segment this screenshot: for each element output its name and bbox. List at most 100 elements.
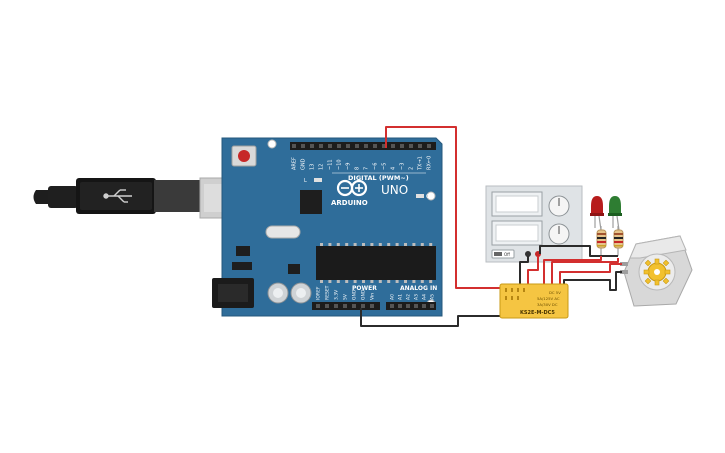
power-pin-hole[interactable]: [316, 304, 320, 308]
analog-pin-label: A2: [406, 294, 412, 300]
arduino-model: UNO: [381, 183, 408, 197]
analog-pin-hole[interactable]: [414, 304, 418, 308]
wire-relay-to-green-led: [551, 258, 619, 286]
wire-pin7-to-relay: [385, 126, 502, 289]
crystal: [265, 225, 301, 239]
power-pin-label: 5V: [343, 293, 349, 300]
analog-label: ANALOG IN: [400, 285, 437, 292]
usb-symbol-icon: [103, 189, 132, 203]
wire-relay-to-supply-pos: [527, 256, 539, 286]
reset-button[interactable]: [231, 145, 257, 167]
arduino-infinity-logo-icon: [336, 179, 368, 197]
digital-pin-label: TX→1: [418, 156, 424, 171]
analog-pin-label: A0: [390, 294, 396, 300]
digital-pin-label: 4: [391, 167, 397, 170]
power-pin-hole[interactable]: [370, 304, 374, 308]
digital-pin-hole[interactable]: [418, 144, 422, 148]
red-led[interactable]: [590, 196, 604, 231]
relay-rating-1: DC 5V: [549, 290, 561, 295]
digital-pin-label: 8: [355, 167, 361, 170]
digital-pin-label: 2: [409, 167, 415, 170]
resistor-red-led[interactable]: [596, 226, 607, 256]
digital-pin-label: ~6: [373, 163, 379, 170]
analog-header: [386, 302, 436, 310]
relay-rating-2: 5A/125V AC: [537, 296, 560, 301]
digital-label: DIGITAL (PWM~): [348, 174, 409, 182]
power-switch-label: Off: [504, 252, 510, 257]
power-pin-label: IOREF: [316, 286, 322, 300]
digital-pin-hole[interactable]: [319, 144, 323, 148]
digital-pin-hole[interactable]: [346, 144, 350, 148]
analog-pin-hole[interactable]: [422, 304, 426, 308]
digital-pin-hole[interactable]: [292, 144, 296, 148]
digital-header: [290, 142, 436, 150]
power-pin-label: 3.3V: [334, 289, 340, 300]
wire-gnd-to-relay: [360, 308, 502, 327]
digital-pin-label: 13: [310, 164, 316, 170]
power-pin-label: RESET: [325, 285, 331, 300]
digital-pin-label: 12: [319, 164, 325, 170]
wire-relay-to-red-led: [543, 256, 602, 286]
voltage-knob[interactable]: [548, 195, 570, 217]
power-pin-label: GND: [361, 289, 367, 300]
digital-pin-label: ~11: [328, 159, 334, 170]
power-pin-hole[interactable]: [352, 304, 356, 308]
analog-pin-label: A1: [398, 294, 404, 300]
analog-pin-label: A3: [414, 294, 420, 300]
digital-pin-label: ~5: [382, 163, 388, 170]
analog-pin-label: A4: [422, 294, 428, 300]
digital-pin-label: ~3: [400, 163, 406, 170]
power-label: POWER: [352, 285, 377, 292]
digital-pin-label: ~10: [337, 159, 343, 170]
analog-pin-hole[interactable]: [430, 304, 434, 308]
led-l-label: L: [304, 178, 307, 184]
led-on-label: ON: [426, 194, 434, 200]
digital-pin-hole[interactable]: [301, 144, 305, 148]
relay-module[interactable]: DC 5V 5A/125V AC 3A/30V DC KS2E-M-DC5: [499, 283, 569, 319]
digital-pin-label: ~9: [346, 163, 352, 170]
power-pin-hole[interactable]: [343, 304, 347, 308]
wire-supply-to-leds: [539, 245, 618, 257]
digital-pin-hole[interactable]: [427, 144, 431, 148]
power-pin-hole[interactable]: [361, 304, 365, 308]
current-knob[interactable]: [548, 223, 570, 245]
relay-model: KS2E-M-DC5: [520, 310, 555, 316]
resistor-green-led[interactable]: [613, 226, 624, 256]
analog-pin-hole[interactable]: [390, 304, 394, 308]
atmega-chip: [316, 243, 436, 283]
wire-relay-to-motor-neg: [563, 271, 622, 291]
analog-pin-hole[interactable]: [406, 304, 410, 308]
digital-pin-hole[interactable]: [355, 144, 359, 148]
power-pin-hole[interactable]: [334, 304, 338, 308]
digital-pin-hole[interactable]: [400, 144, 404, 148]
terminal-negative[interactable]: [525, 251, 531, 257]
wires: [360, 126, 622, 327]
power-pin-label: Vin: [370, 293, 376, 300]
power-supply-module[interactable]: Off: [485, 185, 583, 263]
digital-pin-label: AREF: [292, 157, 298, 170]
arduino-brand: ARDUINO: [331, 199, 368, 207]
digital-pin-hole[interactable]: [337, 144, 341, 148]
digital-pin-hole[interactable]: [391, 144, 395, 148]
capacitors: [267, 282, 312, 304]
digital-pin-hole[interactable]: [328, 144, 332, 148]
relay-rating-3: 3A/30V DC: [537, 302, 558, 307]
gear-icon: [643, 258, 671, 286]
analog-pin-label: A5: [430, 294, 436, 300]
analog-pin-hole[interactable]: [398, 304, 402, 308]
wire-relay-to-supply-neg: [519, 256, 529, 286]
digital-pin-hole[interactable]: [364, 144, 368, 148]
dc-motor[interactable]: [620, 235, 693, 307]
wire-relay-to-motor-pos: [559, 263, 622, 286]
relay-pins: [505, 288, 525, 300]
digital-pin-hole[interactable]: [382, 144, 386, 148]
green-led[interactable]: [608, 196, 622, 231]
digital-pin-label: 7: [364, 167, 370, 170]
digital-pin-hole[interactable]: [310, 144, 314, 148]
power-pin-label: GND: [352, 289, 358, 300]
digital-pin-hole[interactable]: [409, 144, 413, 148]
digital-pin-hole[interactable]: [373, 144, 377, 148]
power-pin-hole[interactable]: [325, 304, 329, 308]
